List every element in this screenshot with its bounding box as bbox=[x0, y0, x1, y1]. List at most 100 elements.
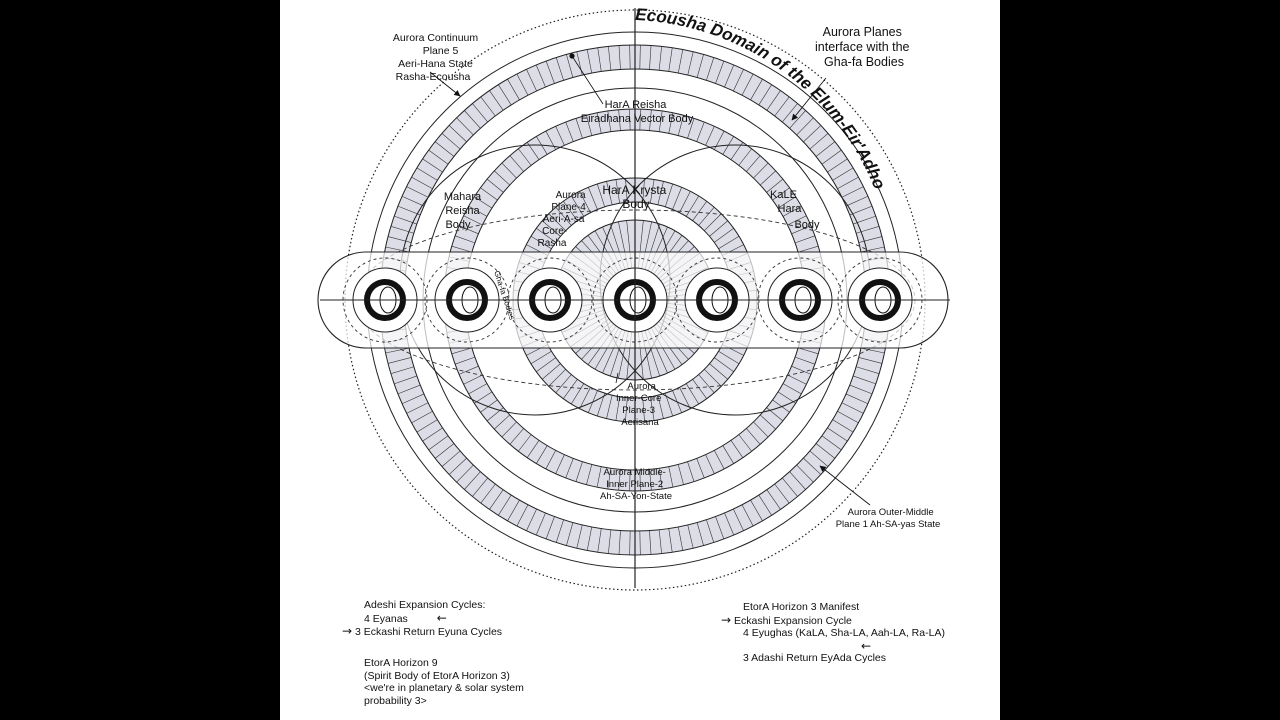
band-tick bbox=[782, 205, 802, 217]
band-tick bbox=[565, 458, 574, 479]
band-tick bbox=[687, 524, 694, 549]
inner-core-pointer bbox=[615, 372, 619, 384]
band-tick bbox=[411, 176, 433, 189]
continuum-label: Aurora Continuum Plane 5 Aeri-Hana State… bbox=[393, 32, 481, 83]
band-tick bbox=[724, 512, 735, 536]
hara-reisha-label: HarA Reisha Eiradhana Vector Body bbox=[581, 99, 694, 125]
band-tick bbox=[696, 458, 705, 479]
band-tick bbox=[606, 181, 613, 205]
band-tick bbox=[597, 393, 606, 417]
band-tick bbox=[480, 187, 498, 201]
band-tick bbox=[509, 155, 524, 172]
band-tick bbox=[782, 383, 802, 395]
hara-reisha-dot bbox=[569, 53, 575, 59]
etora9-note: EtorA Horizon 9 (Spirit Body of EtorA Ho… bbox=[364, 657, 524, 707]
band-tick bbox=[704, 213, 722, 231]
band-tick bbox=[733, 508, 744, 531]
band-tick bbox=[586, 115, 593, 136]
band-tick bbox=[596, 466, 602, 488]
band-tick bbox=[827, 158, 848, 173]
band-tick bbox=[555, 57, 564, 81]
band-tick bbox=[406, 402, 429, 414]
band-tick bbox=[387, 236, 412, 243]
band-tick bbox=[586, 464, 593, 485]
band-tick bbox=[434, 443, 455, 459]
band-tick bbox=[705, 454, 715, 474]
etora9-line1: (Spirit Body of EtorA Horizon 3) bbox=[364, 669, 510, 682]
band-tick bbox=[798, 245, 819, 253]
band-tick bbox=[545, 516, 555, 540]
band-tick bbox=[668, 466, 674, 488]
band-tick bbox=[696, 522, 704, 546]
band-tick bbox=[401, 393, 425, 404]
band-tick bbox=[746, 155, 761, 172]
band-tick bbox=[853, 375, 876, 385]
band-tick bbox=[722, 445, 734, 464]
band-tick bbox=[576, 524, 583, 549]
band-tick bbox=[486, 178, 504, 193]
band-tick bbox=[597, 47, 602, 72]
band-tick bbox=[730, 440, 744, 458]
band-tick bbox=[692, 201, 707, 221]
band-tick bbox=[494, 414, 510, 430]
band-tick bbox=[639, 45, 641, 70]
band-tick bbox=[516, 73, 529, 96]
band-tick bbox=[458, 225, 479, 235]
band-tick bbox=[451, 347, 472, 355]
band-tick bbox=[709, 363, 728, 380]
band-tick bbox=[714, 228, 734, 243]
band-tick bbox=[705, 126, 715, 146]
band-tick bbox=[566, 54, 574, 78]
band-tick bbox=[782, 103, 798, 123]
band-tick bbox=[416, 419, 438, 433]
band-tick bbox=[741, 504, 754, 527]
band-tick bbox=[777, 391, 796, 404]
band-tick bbox=[535, 64, 546, 88]
band-tick bbox=[753, 162, 769, 179]
outer-middle-label: Aurora Outer-Middle Plane 1 Ah-SA-yas St… bbox=[836, 507, 941, 530]
band-tick bbox=[664, 393, 673, 417]
band-tick bbox=[555, 519, 564, 543]
band-tick bbox=[685, 195, 700, 217]
band-tick bbox=[526, 508, 537, 531]
band-tick bbox=[555, 454, 565, 474]
band-tick bbox=[658, 46, 662, 71]
etora3-line2: 4 Eyughas (KaLA, Sha-LA, Aah-LA, Ra-LA) bbox=[743, 627, 945, 639]
band-tick bbox=[468, 383, 488, 395]
band-tick bbox=[434, 141, 455, 157]
band-tick bbox=[766, 489, 781, 510]
band-tick bbox=[548, 369, 566, 387]
band-tick bbox=[760, 414, 776, 430]
band-tick bbox=[448, 125, 467, 143]
band-tick bbox=[668, 528, 673, 553]
arrow-left-icon: ← bbox=[861, 638, 872, 653]
band-tick bbox=[401, 196, 425, 207]
band-tick bbox=[789, 471, 806, 490]
band-tick bbox=[696, 121, 705, 142]
band-tick bbox=[706, 519, 715, 543]
band-tick bbox=[796, 464, 814, 483]
band-tick bbox=[597, 183, 606, 207]
band-tick bbox=[501, 421, 517, 438]
hara-krysta-label: HarA Krysta Body bbox=[602, 183, 669, 211]
band-tick bbox=[526, 440, 540, 458]
band-tick bbox=[629, 469, 631, 491]
band-tick bbox=[766, 407, 784, 422]
adeshi-line2: → 3 Eckashi Return Eyuna Cycles bbox=[342, 624, 503, 638]
band-tick bbox=[441, 450, 461, 467]
band-tick bbox=[639, 109, 641, 131]
band-tick bbox=[803, 125, 822, 143]
band-tick bbox=[607, 110, 612, 132]
hara-reisha-pointer bbox=[571, 55, 604, 105]
band-tick bbox=[575, 118, 583, 139]
band-tick bbox=[832, 419, 854, 433]
band-tick bbox=[798, 347, 819, 355]
band-tick bbox=[390, 226, 414, 234]
band-tick bbox=[586, 526, 593, 551]
band-tick bbox=[715, 516, 725, 540]
band-tick bbox=[555, 374, 572, 393]
band-tick bbox=[715, 60, 725, 84]
band-tick bbox=[607, 468, 612, 490]
band-tick bbox=[480, 399, 498, 413]
band-tick bbox=[795, 356, 815, 365]
